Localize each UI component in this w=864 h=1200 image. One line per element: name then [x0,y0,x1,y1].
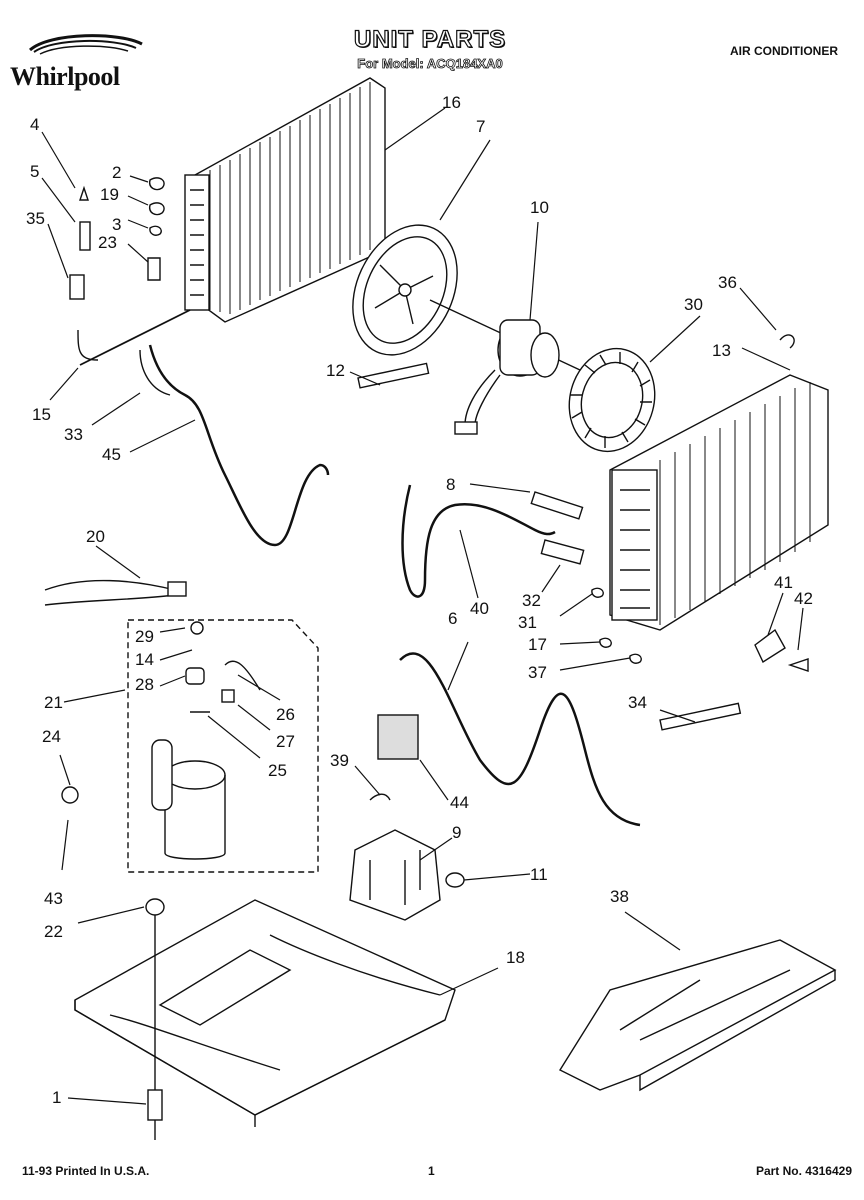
compressor [151,621,261,860]
heater-strip [530,491,584,520]
callout-23: 23 [98,233,117,252]
callout-21: 21 [44,693,63,712]
refrigerant-tubing [79,309,641,827]
print-date: 11-93 Printed In U.S.A. [22,1164,150,1178]
page-number: 1 [428,1164,435,1178]
callout-15: 15 [32,405,51,424]
whirlpool-logo: Whirlpool [10,28,180,102]
callout-42: 42 [794,589,813,608]
leader-lines [41,107,804,1105]
tie-strap-34 [659,702,742,731]
compressor-group-box [127,619,319,873]
tie-strap-12 [357,362,430,389]
callout-32: 32 [522,591,541,610]
bracket-41 [754,628,786,664]
callout-36: 36 [718,273,737,292]
callout-38: 38 [610,887,629,906]
clip-36 [779,334,795,349]
filter-pad [377,714,419,760]
callout-4: 4 [30,115,39,134]
callout-3: 3 [112,215,121,234]
nut-11 [445,872,465,888]
clips-31-17-37 [591,587,642,664]
callout-labels: 1234567891011121314151617181920212223242… [26,93,813,1107]
condenser-coil [184,77,386,323]
evaporator-coil [609,374,829,631]
callout-7: 7 [476,117,485,136]
callout-19: 19 [100,185,119,204]
blower-wheel [568,347,656,453]
callout-25: 25 [268,761,287,780]
callout-10: 10 [530,198,549,217]
callout-39: 39 [330,751,349,770]
fan-shroud [352,224,458,356]
callout-24: 24 [42,727,61,746]
callout-33: 33 [64,425,83,444]
callout-43: 43 [44,889,63,908]
callout-35: 35 [26,209,45,228]
callout-45: 45 [102,445,121,464]
callout-16: 16 [442,93,461,112]
callout-44: 44 [450,793,469,812]
callout-13: 13 [712,341,731,360]
coil-clips [147,177,165,281]
wire-harness [44,579,176,606]
distributor-32 [540,539,585,565]
callout-30: 30 [684,295,703,314]
grommet-22 [145,898,165,916]
callout-34: 34 [628,693,647,712]
drain-pan [558,939,837,1092]
callout-14: 14 [135,650,154,669]
callout-18: 18 [506,948,525,967]
callout-22: 22 [44,922,63,941]
callout-8: 8 [446,475,455,494]
callout-41: 41 [774,573,793,592]
callout-9: 9 [452,823,461,842]
wire-39 [369,793,391,801]
brand-name: Whirlpool [10,62,120,91]
callout-28: 28 [135,675,154,694]
fan-motor [429,299,581,435]
callout-31: 31 [518,613,537,632]
callout-26: 26 [276,705,295,724]
callout-37: 37 [528,663,547,682]
callout-29: 29 [135,627,154,646]
base-pan [74,899,456,1140]
nut-24 [61,786,79,804]
callout-12: 12 [326,361,345,380]
clip-42 [787,658,809,672]
callout-5: 5 [30,162,39,181]
callout-20: 20 [86,527,105,546]
model-subtitle: For Model: ACQ184XA0 [357,56,503,72]
callout-40: 40 [470,599,489,618]
callout-27: 27 [276,732,295,751]
callout-2: 2 [112,163,121,182]
part-number: Part No. 4316429 [755,1164,852,1178]
capillary-parts [69,185,171,396]
product-category: AIR CONDITIONER [730,44,838,58]
callout-11: 11 [530,865,548,884]
compressor-bracket [349,829,441,921]
page-title: UNIT PARTS [353,25,507,53]
whirlpool-swirl-icon [28,34,143,55]
callout-1: 1 [52,1088,61,1107]
callout-17: 17 [528,635,547,654]
callout-6: 6 [448,609,457,628]
